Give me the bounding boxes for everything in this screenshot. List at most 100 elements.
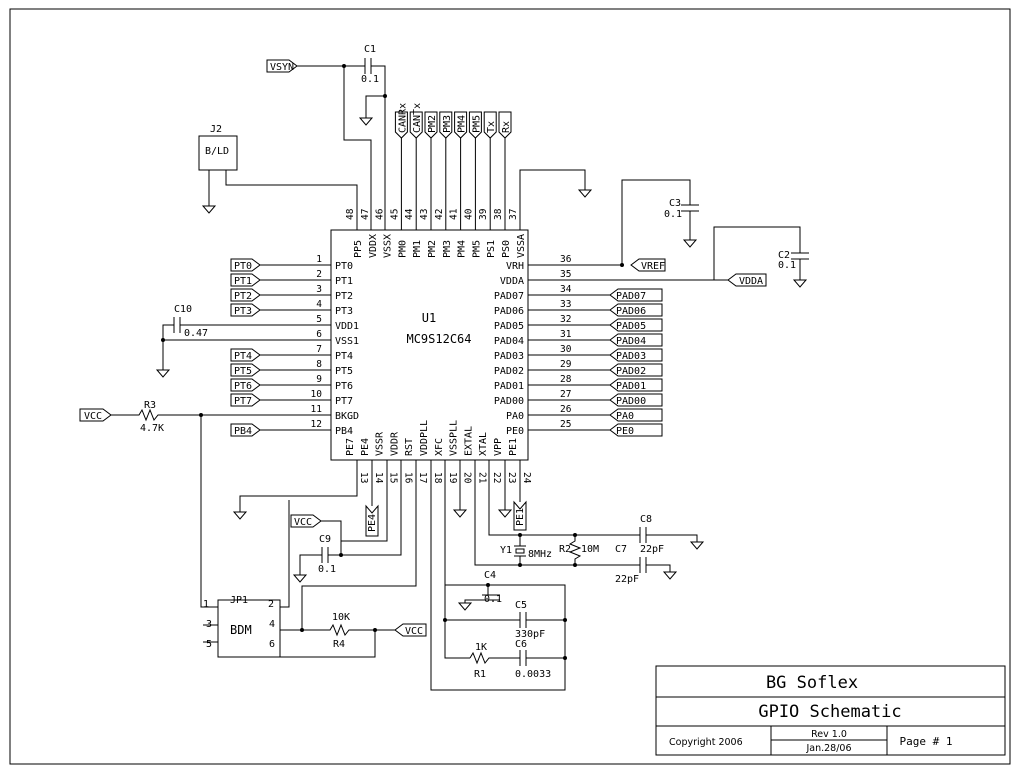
r4-resistor	[302, 623, 375, 637]
ic-pin-6-number: 6	[316, 329, 322, 340]
ic-pin-14-number: 14	[373, 472, 384, 484]
ic-pin-28-number: 28	[560, 374, 572, 385]
r1-ref: R1	[474, 669, 486, 680]
ic-pin-19-number: 19	[447, 472, 458, 484]
vref-label: VREF	[641, 261, 665, 272]
ic-pin-22-name: XTAL	[478, 432, 489, 456]
c4-capacitor	[457, 585, 500, 611]
ic-pin-23-number: 23	[506, 472, 517, 483]
ic-pin-39-name: PS1	[486, 240, 497, 258]
y1-crystal	[514, 535, 526, 565]
ic-pin-31-name: PAD04	[494, 336, 524, 347]
net-flag-pt5	[230, 363, 261, 377]
ic-pin-35-number: 35	[560, 269, 571, 280]
ic-pin-43-number: 43	[419, 209, 430, 220]
net-flag-pad04	[609, 333, 663, 347]
r3-resistor	[111, 408, 331, 422]
vdda-label: VDDA	[739, 276, 763, 287]
ic-pin-36-number: 36	[560, 254, 572, 265]
ic-pin-44-name: PM1	[412, 240, 423, 258]
c1-value: 0.1	[361, 74, 379, 85]
title-date: Jan.28/06	[805, 743, 851, 754]
r4-ref: R4	[333, 639, 345, 650]
ic-pin-16-name: VDDR	[389, 431, 400, 456]
ic-pin-5-name: VDD1	[335, 321, 359, 332]
jp1-value: BDM	[230, 623, 252, 637]
net-flag-pad00-label: PAD00	[616, 396, 646, 407]
net-flag-pad05	[609, 318, 663, 332]
jp1-box	[217, 599, 281, 658]
net-flag-pt3	[230, 303, 261, 317]
title-copyright: Copyright 2006	[669, 737, 743, 748]
ic-pin-48-name: PP5	[353, 240, 364, 258]
j2-ref: J2	[210, 124, 222, 135]
pe1-label: PE1	[515, 508, 526, 526]
net-flag-cantx	[409, 111, 423, 139]
jp1-pin4: 4	[269, 619, 275, 630]
vdda-flag: VDDA	[727, 273, 767, 287]
ic-pin-35-name: VDDA	[500, 276, 524, 287]
net-flag-pad01-label: PAD01	[616, 381, 646, 392]
ic-pin-27-number: 27	[560, 389, 571, 400]
net-flag-tx-label: Tx	[486, 121, 497, 133]
r4-value: 10K	[332, 612, 350, 623]
ic-pin-30-name: PAD03	[494, 351, 524, 362]
net-flag-pm3	[439, 111, 453, 139]
ic-pin-24-name: PE1	[508, 438, 519, 456]
y1-value: 8MHz	[528, 549, 552, 560]
ic-pin-24-number: 24	[521, 472, 532, 484]
ic-pin-37-number: 37	[508, 209, 519, 220]
ic-pin-22-number: 22	[491, 472, 502, 483]
ic-pin-10-number: 10	[311, 389, 323, 400]
net-flag-pt5-label: PT5	[234, 366, 252, 377]
net-flag-pt7	[230, 393, 261, 407]
ic-pin-46-number: 46	[375, 208, 386, 220]
net-flag-pad02-label: PAD02	[616, 366, 646, 377]
ic-pin-9-number: 9	[316, 374, 322, 385]
vsyn-label: VSYN	[270, 62, 294, 73]
jp1-pin1: 1	[203, 599, 209, 610]
c4-value: 0.1	[484, 594, 502, 605]
net-flag-pt2	[230, 288, 261, 302]
net-flag-pm4	[454, 111, 468, 139]
vsspll-ground	[452, 460, 468, 518]
ic-bottom-pins: 13PE714PE415VSSR16VDDR17RST18VDDPLL19XFC…	[345, 420, 532, 484]
net-flag-pad04-label: PAD04	[616, 336, 646, 347]
ic-pin-3-number: 3	[316, 284, 322, 295]
vcc-flag-bdm: VCC	[394, 623, 427, 637]
c3-value: 0.1	[664, 209, 682, 220]
net-flag-pm4-label: PM4	[457, 115, 468, 133]
net-flag-pt6-label: PT6	[234, 381, 252, 392]
net-flag-canrx-label: CANRx	[397, 103, 408, 133]
ic-pin-12-number: 12	[311, 419, 322, 430]
r2-ref: R2	[559, 544, 571, 555]
r3-value: 4.7K	[140, 423, 164, 434]
ic-pin-34-number: 34	[560, 284, 572, 295]
title-page: Page # 1	[900, 735, 953, 748]
jp1-pin6: 6	[269, 639, 275, 650]
ic-pin-36-name: VRH	[506, 261, 524, 272]
c1-ref: C1	[364, 44, 376, 55]
jp1-pin2: 2	[268, 599, 274, 610]
title-text: GPIO Schematic	[758, 702, 901, 722]
ic-pin-16-number: 16	[402, 472, 413, 484]
vcc-c9-label: VCC	[294, 517, 312, 528]
pe7-ground	[232, 460, 358, 520]
ic-pin-8-name: PT5	[335, 366, 353, 377]
net-flag-pt0	[230, 258, 261, 272]
c4-ref: C4	[484, 570, 496, 581]
ic-pin-32-number: 32	[560, 314, 571, 325]
c5-value: 330pF	[515, 629, 545, 640]
ic-pin-5-number: 5	[316, 314, 322, 325]
ic-pin-26-number: 26	[560, 404, 572, 415]
net-flag-pt1-label: PT1	[234, 276, 252, 287]
ic-pin-48-number: 48	[345, 208, 356, 220]
r1-c6-series	[469, 650, 565, 666]
ic-pin-41-name: PM4	[457, 240, 468, 258]
ic-pin-31-number: 31	[560, 329, 572, 340]
ic-pin-33-name: PAD06	[494, 306, 524, 317]
sheet-border	[9, 8, 1011, 765]
ic-pin-19-name: XFC	[434, 438, 445, 456]
